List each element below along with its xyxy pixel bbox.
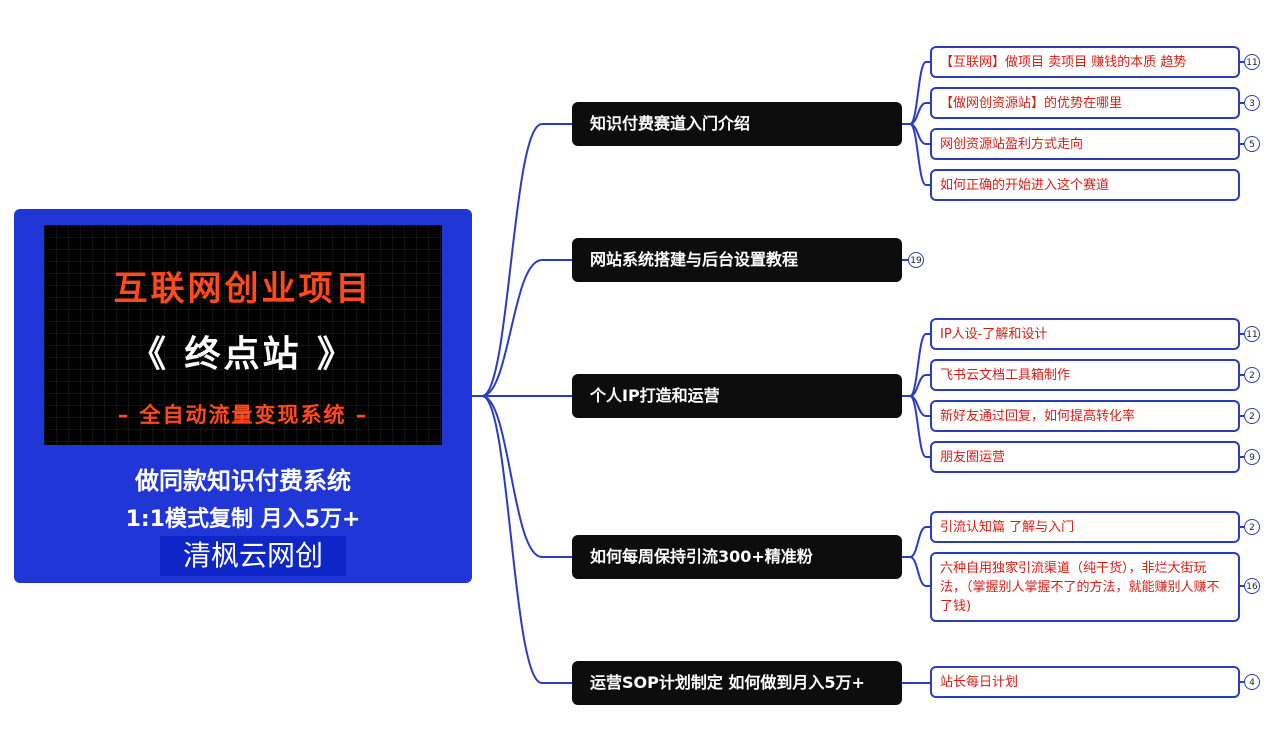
subtopic-node[interactable]: 六种自用独家引流渠道（纯干货），非烂大街玩法，（掌握别人掌握不了的方法，就能赚别… — [930, 552, 1240, 622]
connector-t4-c2 — [902, 556, 930, 587]
subtopic-node[interactable]: 飞书云文档工具箱制作 — [930, 359, 1240, 391]
subtopic-label: 如何正确的开始进入这个赛道 — [940, 177, 1110, 193]
banner-title: 互联网创业项目 — [113, 269, 373, 309]
subtopic-label: 六种自用独家引流渠道（纯干货），非烂大街玩法，（掌握别人掌握不了的方法，就能赚别… — [940, 560, 1220, 614]
subtopic-node[interactable]: 如何正确的开始进入这个赛道 — [930, 169, 1240, 201]
topic-node[interactable]: 个人IP打造和运营 — [572, 374, 902, 418]
subtopic-label: 朋友圈运营 — [940, 449, 1006, 465]
connector-root-topic1 — [472, 123, 572, 397]
subtopic-label: 【互联网】做项目 卖项目 赚钱的本质 趋势 — [940, 54, 1187, 70]
subtopic-label: IP人设-了解和设计 — [940, 326, 1048, 342]
root-line1: 做同款知识付费系统 — [135, 467, 351, 495]
topic-node[interactable]: 运营SOP计划制定 如何做到月入5万+ — [572, 661, 902, 705]
subtopic-label: 【做网创资源站】的优势在哪里 — [940, 95, 1123, 111]
connector-root-topic5 — [472, 395, 572, 684]
connector-t3-c1 — [902, 333, 930, 397]
connector-root-topic2 — [472, 259, 572, 397]
collapsed-count-badge[interactable]: 5 — [1244, 136, 1260, 152]
connector-t4-c1 — [902, 526, 930, 558]
subtopic-label: 新好友通过回复，如何提高转化率 — [940, 408, 1136, 424]
subtopic-label: 站长每日计划 — [940, 674, 1019, 690]
topic-node[interactable]: 知识付费赛道入门介绍 — [572, 102, 902, 146]
collapsed-count-badge[interactable]: 9 — [1244, 449, 1260, 465]
collapsed-count-badge[interactable]: 2 — [1244, 408, 1260, 424]
subtopic-label: 引流认知篇 了解与入门 — [940, 519, 1075, 535]
subtopic-node[interactable]: 网创资源站盈利方式走向 — [930, 128, 1240, 160]
collapsed-count-badge[interactable]: 16 — [1244, 578, 1260, 594]
connector-t3-c4 — [902, 395, 930, 458]
subtopic-node[interactable]: 朋友圈运营 — [930, 441, 1240, 473]
collapsed-count-badge[interactable]: 4 — [1244, 674, 1260, 690]
connector-t1-c4 — [902, 123, 930, 186]
connector-root-topic4 — [472, 395, 572, 558]
root-banner-image: 互联网创业项目 《 终点站 》 – 全自动流量变现系统 – — [44, 225, 442, 445]
collapsed-count-badge[interactable]: 3 — [1244, 95, 1260, 111]
banner-tagline: – 全自动流量变现系统 – — [117, 403, 369, 427]
brand-label: 清枫云网创 — [160, 536, 346, 576]
topic-node[interactable]: 如何每周保持引流300+精准粉 — [572, 535, 902, 579]
subtopic-node[interactable]: 引流认知篇 了解与入门 — [930, 511, 1240, 543]
collapsed-count-badge[interactable]: 2 — [1244, 519, 1260, 535]
subtopic-label: 飞书云文档工具箱制作 — [940, 367, 1071, 383]
subtopic-node[interactable]: 【互联网】做项目 卖项目 赚钱的本质 趋势 — [930, 46, 1240, 78]
collapsed-count-badge[interactable]: 2 — [1244, 367, 1260, 383]
subtopic-label: 网创资源站盈利方式走向 — [940, 136, 1084, 152]
root-node[interactable]: 互联网创业项目 《 终点站 》 – 全自动流量变现系统 – 做同款知识付费系统 … — [14, 209, 472, 583]
subtopic-node[interactable]: 新好友通过回复，如何提高转化率 — [930, 400, 1240, 432]
subtopic-node[interactable]: 站长每日计划 — [930, 666, 1240, 698]
topic-node[interactable]: 网站系统搭建与后台设置教程 — [572, 238, 902, 282]
root-line2: 1:1模式复制 月入5万+ — [125, 507, 361, 532]
subtopic-node[interactable]: 【做网创资源站】的优势在哪里 — [930, 87, 1240, 119]
connector-t1-c1 — [902, 61, 930, 125]
collapsed-count-badge[interactable]: 19 — [908, 252, 924, 268]
banner-subtitle: 《 终点站 》 — [129, 334, 357, 375]
subtopic-node[interactable]: IP人设-了解和设计 — [930, 318, 1240, 350]
collapsed-count-badge[interactable]: 11 — [1244, 54, 1260, 70]
collapsed-count-badge[interactable]: 11 — [1244, 326, 1260, 342]
